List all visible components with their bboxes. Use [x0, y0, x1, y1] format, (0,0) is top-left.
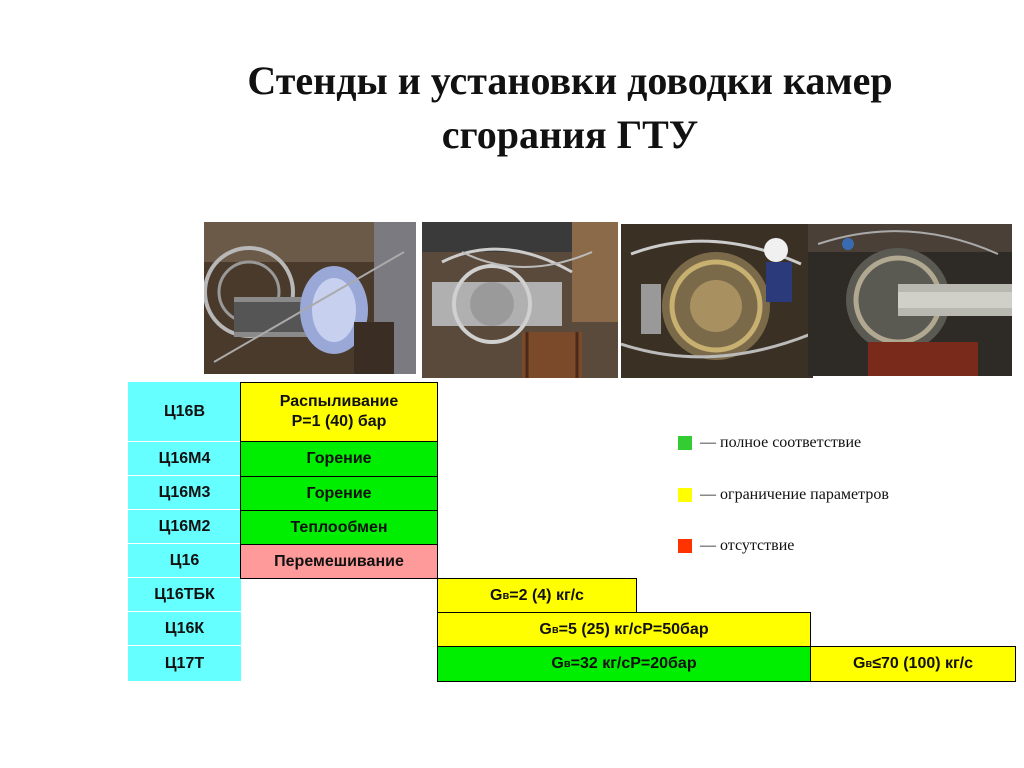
legend-limited: — ограничение параметров — [678, 486, 889, 504]
stand-c16k: Ц16К — [128, 612, 241, 646]
legend-limited-text: — ограничение параметров — [700, 486, 889, 503]
flow-c16k-g: G — [539, 620, 552, 638]
legend-absent: — отсутствие — [678, 537, 794, 555]
process-spraying: Распыливание P=1 (40) бар — [240, 382, 438, 442]
flow-c17t-max-g: G — [852, 655, 866, 672]
process-combustion-1: Горение — [240, 441, 438, 477]
flow-c17t-g: G — [551, 655, 564, 672]
process-mixing: Перемешивание — [240, 544, 438, 579]
legend-swatch-yellow — [678, 488, 692, 502]
title-line-2: сгорания ГТУ — [441, 112, 699, 157]
process-spraying-line1: Распыливание — [279, 393, 399, 410]
flow-c17t-max-value: ≤70 (100) кг/с — [872, 655, 974, 672]
page-title: Стенды и установки доводки камер сгорани… — [120, 54, 1020, 162]
stand-c16tbk: Ц16ТБК — [128, 578, 241, 612]
stand-c16m4: Ц16М4 — [128, 442, 241, 476]
flow-c16k-value: =5 (25) кг/сP=50бар — [558, 620, 709, 638]
title-line-1: Стенды и установки доводки камер — [247, 58, 893, 103]
test-bench-photo-3 — [621, 224, 813, 378]
process-combustion-2: Горение — [240, 476, 438, 511]
stand-c16v: Ц16В — [128, 382, 241, 442]
legend-absent-text: — отсутствие — [700, 537, 795, 554]
flow-c16k-sub: в — [551, 623, 559, 636]
test-bench-photo-1 — [204, 222, 416, 374]
stand-c16m2: Ц16М2 — [128, 510, 241, 544]
legend-full-match: — полное соответствие — [678, 434, 861, 452]
flow-c16tbk-g: G — [490, 586, 503, 604]
flow-c16tbk-sub: в — [502, 589, 510, 602]
test-bench-photo-4 — [808, 224, 1012, 376]
flow-c16tbk-value: =2 (4) кг/с — [509, 586, 584, 604]
legend-full-match-text: — полное соответствие — [700, 434, 862, 451]
stand-c17t: Ц17Т — [128, 646, 241, 681]
test-bench-photo-2 — [422, 222, 618, 378]
flow-c17t-sub: в — [563, 658, 571, 670]
flow-c17t-max-sub: в — [865, 658, 873, 670]
stand-c16: Ц16 — [128, 544, 241, 578]
process-heat-exchange: Теплообмен — [240, 510, 438, 545]
legend-swatch-green — [678, 436, 692, 450]
process-spraying-line2: P=1 (40) бар — [291, 413, 387, 430]
stand-c16m3: Ц16М3 — [128, 476, 241, 510]
legend-swatch-red — [678, 539, 692, 553]
flow-c17t-value: =32 кг/сP=20бар — [570, 655, 697, 672]
